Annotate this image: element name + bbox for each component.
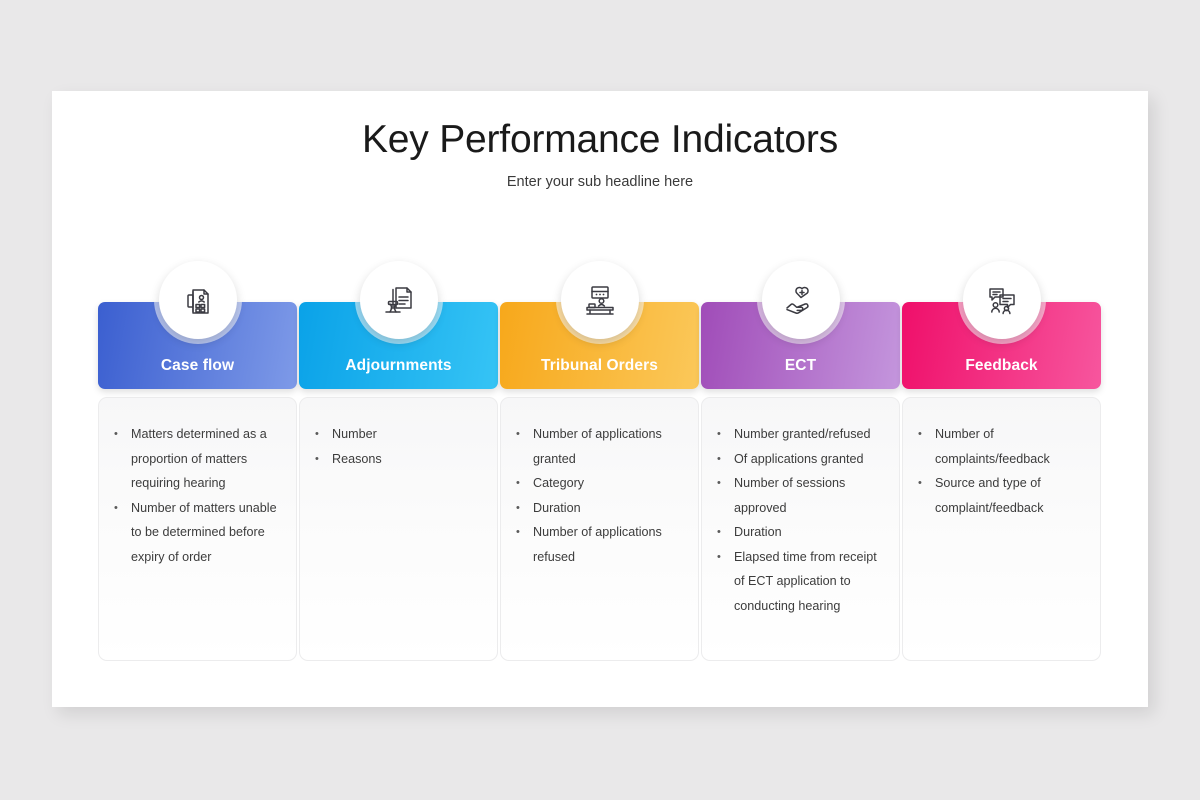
list-item: Source and type of complaint/feedback — [913, 471, 1090, 520]
kpi-column-adjournments[interactable]: AdjournmentsNumberReasons — [299, 261, 498, 661]
list-item: Number of complaints/feedback — [913, 422, 1090, 471]
list-item: Reasons — [310, 447, 487, 472]
card-title: Adjournments — [345, 357, 452, 374]
list-item: Category — [511, 471, 688, 496]
card-title: Feedback — [965, 357, 1038, 374]
bullet-list: Matters determined as a proportion of ma… — [109, 422, 286, 569]
card-body-case-flow: Matters determined as a proportion of ma… — [98, 397, 297, 661]
page-title: Key Performance Indicators — [361, 118, 839, 161]
slide-canvas: Key Performance Indicators Enter your su… — [52, 91, 1148, 707]
kpi-column-case-flow[interactable]: Case flowMatters determined as a proport… — [98, 261, 297, 661]
card-body-feedback: Number of complaints/feedbackSource and … — [902, 397, 1101, 661]
list-item: Matters determined as a proportion of ma… — [109, 422, 286, 496]
list-item: Number of sessions approved — [712, 471, 889, 520]
list-item: Number granted/refused — [712, 422, 889, 447]
list-item: Number of applications refused — [511, 520, 688, 569]
list-item: Duration — [511, 496, 688, 521]
list-item: Elapsed time from receipt of ECT applica… — [712, 545, 889, 619]
kpi-column-feedback[interactable]: FeedbackNumber of complaints/feedbackSou… — [902, 261, 1101, 661]
list-item: Of applications granted — [712, 447, 889, 472]
bullet-list: Number granted/refusedOf applications gr… — [712, 422, 889, 618]
list-item: Number — [310, 422, 487, 447]
card-title: Tribunal Orders — [541, 357, 658, 374]
judge-bench-icon — [560, 261, 639, 339]
kpi-column-tribunal-orders[interactable]: Tribunal OrdersNumber of applications gr… — [500, 261, 699, 661]
card-title: Case flow — [160, 357, 235, 374]
list-item: Duration — [712, 520, 889, 545]
bullet-list: NumberReasons — [310, 422, 487, 471]
card-body-tribunal-orders: Number of applications grantedCategoryDu… — [500, 397, 699, 661]
list-item: Number of matters unable to be determine… — [109, 496, 286, 570]
kpi-column-ect[interactable]: ECT Number granted/refusedOf applications… — [701, 261, 900, 661]
hand-heart-icon — [761, 261, 840, 339]
page-subtitle: Enter your sub headline here — [506, 174, 694, 190]
gavel-document-icon — [359, 261, 438, 339]
bullet-list: Number of complaints/feedbackSource and … — [913, 422, 1090, 520]
card-title: ECT — [784, 357, 817, 374]
card-body-adjournments: NumberReasons — [299, 397, 498, 661]
document-person-icon — [158, 261, 237, 339]
card-body-ect: Number granted/refusedOf applications gr… — [701, 397, 900, 661]
list-item: Number of applications granted — [511, 422, 688, 471]
kpi-columns: Case flowMatters determined as a proport… — [98, 261, 1102, 661]
bullet-list: Number of applications grantedCategoryDu… — [511, 422, 688, 569]
chat-bubbles-icon — [962, 261, 1041, 339]
